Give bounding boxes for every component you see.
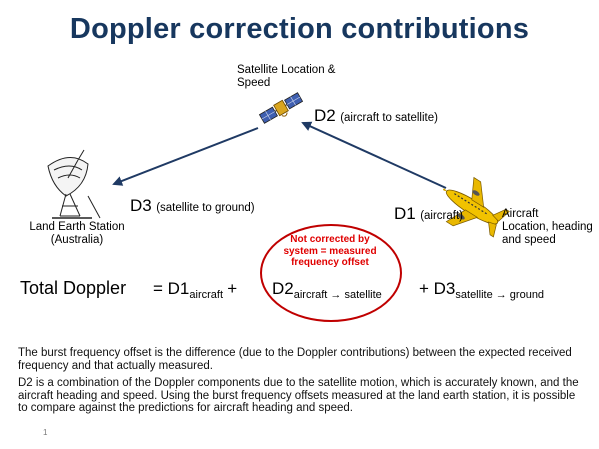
equation-d2: D2 <box>272 279 294 298</box>
aircraft-label: Aircraft Location, heading and speed <box>502 208 593 247</box>
satellite-label: Satellite Location & Speed <box>237 64 335 90</box>
total-doppler-lhs: Total Doppler <box>20 278 126 299</box>
dish-antenna-icon <box>47 149 101 219</box>
d1-main: D1 <box>394 204 416 223</box>
paragraph-burst-offset: The burst frequency offset is the differ… <box>18 347 572 372</box>
equation-d1: = D1 <box>153 279 190 298</box>
note-line3: frequency offset <box>291 257 369 268</box>
satellite-label-line2: Speed <box>237 77 271 89</box>
aircraft-label-line3: and speed <box>502 234 556 246</box>
equation-term-d1: = D1aircraft + <box>153 279 237 301</box>
page-number: 1 <box>43 428 48 437</box>
airplane-icon <box>442 176 510 238</box>
equation-d2-sub: aircraft → satellite <box>293 289 382 301</box>
note-line1: Not corrected by <box>290 234 370 245</box>
uncorrected-ellipse <box>260 224 402 322</box>
arrow-aircraft-to-satellite <box>301 121 447 189</box>
d3-sub: (satellite to ground) <box>156 202 255 214</box>
equation-d3: + D3 <box>419 279 456 298</box>
equation-d3-sub: satellite → ground <box>455 289 545 301</box>
arrow-satellite-to-station <box>112 127 259 186</box>
aircraft-label-line2: Location, heading <box>502 221 593 233</box>
station-label-line2: (Australia) <box>50 234 104 246</box>
uncorrected-note: Not corrected by system = measured frequ… <box>265 234 395 269</box>
equation-lhs: Total Doppler <box>20 278 127 298</box>
equation-term-d2: D2aircraft → satellite <box>272 279 382 301</box>
paragraph-d2-explanation: D2 is a combination of the Doppler compo… <box>18 377 579 414</box>
d1-sub: (aircraft) <box>420 210 463 222</box>
d1-label: D1 (aircraft) <box>394 204 463 224</box>
equation-d1-sub: aircraft <box>189 289 224 301</box>
aircraft-label-line1: Aircraft <box>502 208 539 220</box>
page-title: Doppler correction contributions <box>69 13 530 45</box>
note-line2: system = measured <box>283 245 377 257</box>
station-label-line1: Land Earth Station <box>29 221 125 233</box>
d2-main: D2 <box>314 106 336 125</box>
d2-sub: (aircraft to satellite) <box>340 112 438 124</box>
satellite-label-line1: Satellite Location & <box>237 64 336 76</box>
d3-label: D3 (satellite to ground) <box>130 196 255 216</box>
equation-plus1: + <box>227 279 238 298</box>
station-label: Land Earth Station (Australia) <box>22 221 132 247</box>
satellite-icon <box>258 92 304 124</box>
d3-main: D3 <box>130 196 152 215</box>
equation-term-d3: + D3satellite → ground <box>419 279 544 301</box>
d2-label: D2 (aircraft to satellite) <box>314 106 438 126</box>
